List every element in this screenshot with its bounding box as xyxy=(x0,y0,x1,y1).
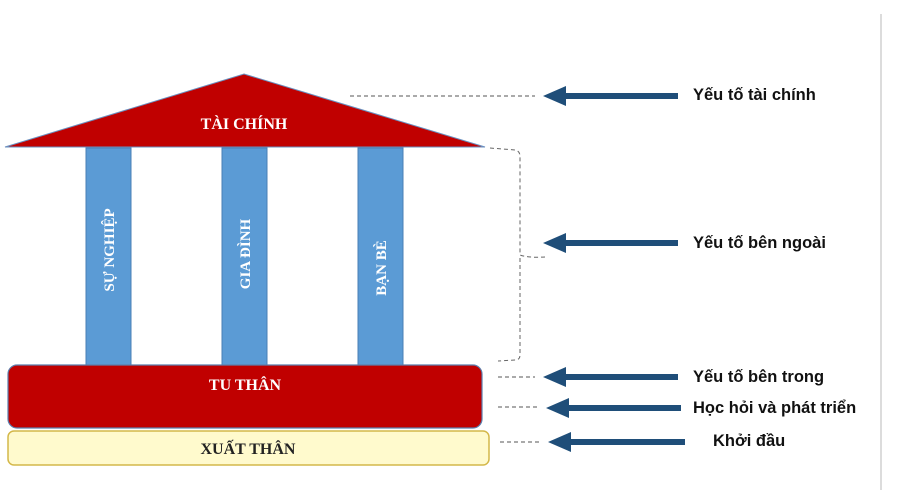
base-label: XUẤT THÂN xyxy=(201,439,296,458)
pillar-friends xyxy=(357,147,404,367)
arrow-left-icon xyxy=(548,432,685,452)
foundation-label: TU THÂN xyxy=(209,375,282,394)
foundation-shape xyxy=(7,364,483,429)
roof-shape xyxy=(4,73,486,148)
arrow-left-icon xyxy=(543,86,678,106)
annotation-learning: Học hỏi và phát triển xyxy=(693,399,857,417)
arrow-left-icon xyxy=(543,367,678,387)
pillar-career xyxy=(85,147,132,367)
annotation-start: Khởi đầu xyxy=(713,432,786,450)
roof-label: TÀI CHÍNH xyxy=(201,114,288,133)
pillar-family-label: GIA ĐÌNH xyxy=(237,218,254,289)
annotation-internal: Yếu tố bên trong xyxy=(693,368,825,386)
annotation-financial: Yếu tố tài chính xyxy=(693,86,816,104)
arrow-left-icon xyxy=(543,233,678,253)
base-shape xyxy=(7,430,490,466)
arrow-left-icon xyxy=(546,398,681,418)
pillar-career-label: SỰ NGHIỆP xyxy=(101,208,118,291)
pillar-friends-label: BẠN BÈ xyxy=(373,240,390,295)
annotation-external: Yếu tố bên ngoài xyxy=(693,234,826,252)
page-edge-divider xyxy=(880,14,882,490)
bracket-external xyxy=(489,147,546,362)
